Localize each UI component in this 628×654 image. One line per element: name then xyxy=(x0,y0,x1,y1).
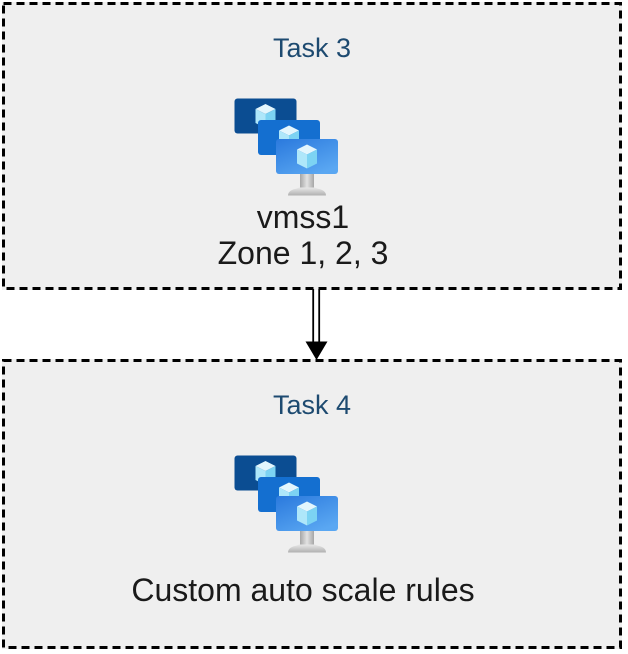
arrowhead xyxy=(305,341,328,360)
cube-right-face xyxy=(307,506,317,526)
task-title: Task 3 xyxy=(272,33,352,63)
cube-right-face xyxy=(307,149,317,169)
down-arrow-connector xyxy=(305,289,328,360)
cube-left-face xyxy=(297,149,307,169)
task-title: Task 4 xyxy=(272,390,352,420)
zone-label: Zone 1, 2, 3 xyxy=(217,235,389,271)
task-box-3: Task 3 vmss1 Zone 1, 2, 3 xyxy=(2,2,622,290)
vm-scale-sets-icon xyxy=(234,98,338,196)
autoscale-rules-label: Custom auto scale rules xyxy=(131,572,475,608)
task-labels: Custom auto scale rules xyxy=(0,572,613,608)
task-labels: vmss1 Zone 1, 2, 3 xyxy=(0,199,613,271)
monitor-stand-base xyxy=(288,544,326,553)
vmss-name-label: vmss1 xyxy=(256,199,350,235)
cube-left-face xyxy=(297,506,307,526)
monitor-stand-base xyxy=(288,187,326,196)
vm-scale-sets-icon xyxy=(234,455,338,553)
task-box-4: Task 4 Custom auto scale rules xyxy=(2,359,622,649)
